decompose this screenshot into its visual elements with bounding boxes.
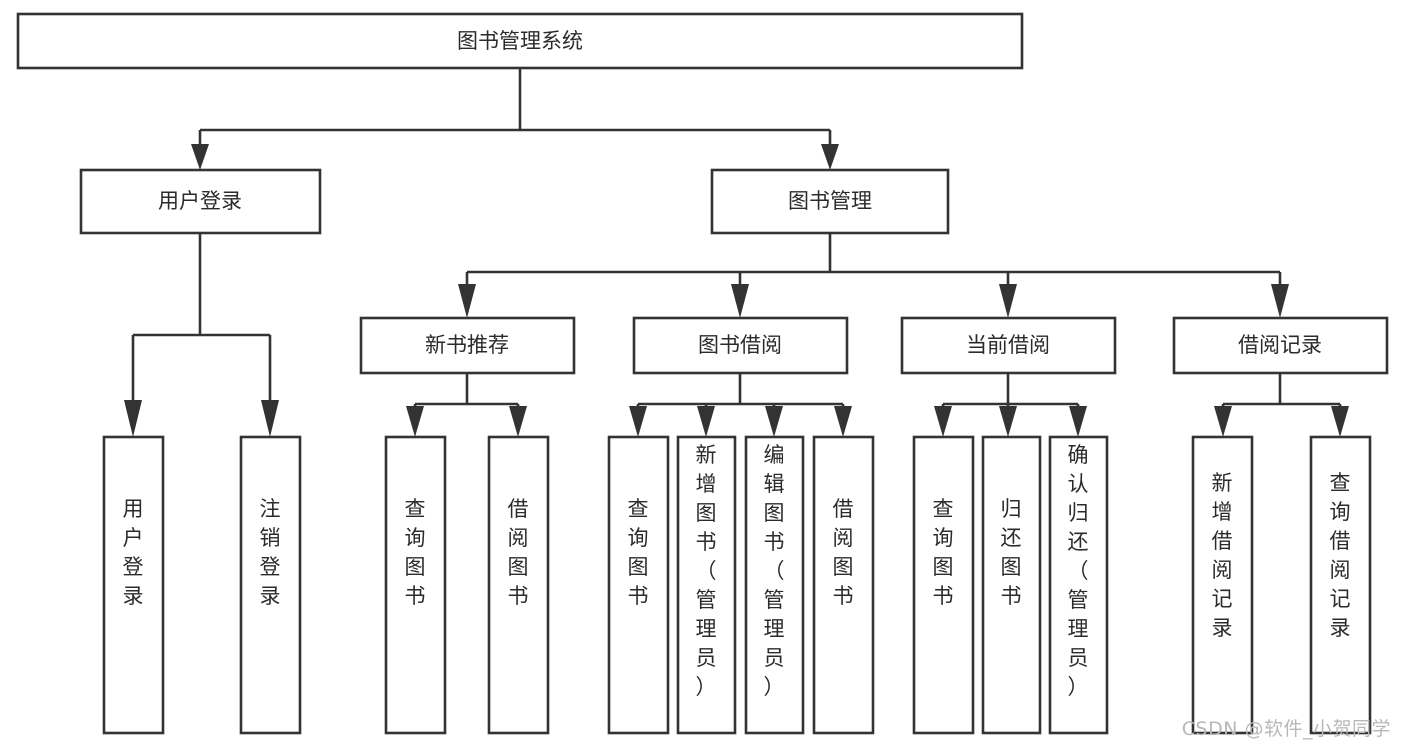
- leaf-query-book-3[interactable]: 查询图书: [912, 435, 975, 735]
- node-borrow-record-label: 借阅记录: [1238, 333, 1322, 357]
- connector-group-borrow-record: [1214, 373, 1349, 437]
- leaf-query-record-box[interactable]: [1309, 435, 1372, 735]
- arrow-head-borrow-record: [1271, 284, 1289, 318]
- leaf-logout-label: 注销登录: [260, 497, 281, 608]
- arrow-head-book-management: [821, 144, 839, 170]
- node-borrow-record-box[interactable]: [1172, 316, 1389, 375]
- arrow-head-leaf-query-book-1: [406, 406, 424, 437]
- node-book-borrow-box[interactable]: [632, 316, 849, 375]
- leaf-query-record[interactable]: 查询借阅记录: [1309, 435, 1372, 735]
- node-borrow-record[interactable]: 借阅记录: [1172, 316, 1389, 375]
- node-root-label: 图书管理系统: [457, 29, 583, 53]
- arrow-head-leaf-add-record: [1214, 406, 1232, 437]
- leaf-query-book-3-box[interactable]: [912, 435, 975, 735]
- leaf-logout-box[interactable]: [239, 435, 302, 735]
- node-user-login-box[interactable]: [79, 168, 322, 235]
- connector-group-user-login: [124, 233, 279, 437]
- leaf-query-book-3-label: 查询图书: [933, 497, 954, 608]
- connector-group-book-management: [458, 233, 1289, 318]
- node-new-book-recommend[interactable]: 新书推荐: [359, 316, 576, 375]
- leaf-add-record-label: 新增借阅记录: [1212, 471, 1233, 640]
- leaf-borrow-book-1-box[interactable]: [487, 435, 550, 735]
- leaf-borrow-book-2[interactable]: 借阅图书: [812, 435, 875, 735]
- leaf-user-login[interactable]: 用户登录: [102, 435, 165, 735]
- leaf-query-book-1[interactable]: 查询图书: [384, 435, 447, 735]
- connector-group-book-borrow: [629, 373, 852, 437]
- leaf-confirm-return-box[interactable]: [1048, 435, 1109, 735]
- connector-group-new-book-recommend: [406, 373, 527, 437]
- connector-group-current-borrow: [934, 373, 1087, 437]
- node-new-book-recommend-box[interactable]: [359, 316, 576, 375]
- leaf-add-book[interactable]: 新增图书（管理员）: [676, 435, 737, 735]
- leaf-edit-book[interactable]: 编辑图书（管理员）: [744, 435, 805, 735]
- leaf-logout[interactable]: 注销登录: [239, 435, 302, 735]
- leaf-query-book-1-label: 查询图书: [405, 497, 426, 608]
- node-book-borrow[interactable]: 图书借阅: [632, 316, 849, 375]
- arrow-head-new-book-recommend: [458, 284, 476, 318]
- node-root[interactable]: 图书管理系统: [16, 12, 1024, 70]
- arrow-head-leaf-borrow-book-1: [509, 406, 527, 437]
- leaf-confirm-return[interactable]: 确认归还（管理员）: [1048, 435, 1109, 735]
- leaf-borrow-book-1[interactable]: 借阅图书: [487, 435, 550, 735]
- leaf-return-book[interactable]: 归还图书: [981, 435, 1042, 735]
- leaf-query-book-1-box[interactable]: [384, 435, 447, 735]
- arrow-head-leaf-user-login: [124, 400, 142, 437]
- leaf-borrow-book-2-box[interactable]: [812, 435, 875, 735]
- leaf-add-book-box[interactable]: [676, 435, 737, 735]
- leaf-query-book-2[interactable]: 查询图书: [607, 435, 670, 735]
- arrow-head-leaf-logout: [261, 400, 279, 437]
- leaf-borrow-book-2-label: 借阅图书: [833, 497, 854, 608]
- arrow-head-leaf-query-record: [1331, 406, 1349, 437]
- node-current-borrow[interactable]: 当前借阅: [900, 316, 1117, 375]
- leaf-query-book-2-box[interactable]: [607, 435, 670, 735]
- node-book-management[interactable]: 图书管理: [710, 168, 950, 235]
- leaf-query-book-2-label: 查询图书: [628, 497, 649, 608]
- csdn-watermark: CSDN @软件_小贺同学: [1181, 718, 1391, 740]
- arrow-head-current-borrow: [999, 284, 1017, 318]
- leaf-edit-book-label: 编辑图书（管理员）: [764, 443, 785, 699]
- arrow-head-book-borrow: [731, 284, 749, 318]
- leaf-confirm-return-label: 确认归还（管理员）: [1068, 443, 1089, 699]
- arrow-head-user-login: [191, 144, 209, 170]
- leaf-query-record-label: 查询借阅记录: [1330, 471, 1351, 640]
- node-user-login-label: 用户登录: [158, 189, 242, 213]
- node-root-box[interactable]: [16, 12, 1024, 70]
- leaf-user-login-box[interactable]: [102, 435, 165, 735]
- connector-group-root: [191, 68, 839, 170]
- arrow-head-leaf-add-book: [697, 406, 715, 437]
- node-user-login[interactable]: 用户登录: [79, 168, 322, 235]
- node-book-borrow-label: 图书借阅: [698, 333, 782, 357]
- leaf-return-book-box[interactable]: [981, 435, 1042, 735]
- arrow-head-leaf-edit-book: [765, 406, 783, 437]
- leaf-add-record[interactable]: 新增借阅记录: [1191, 435, 1254, 735]
- node-book-management-box[interactable]: [710, 168, 950, 235]
- leaf-user-login-label: 用户登录: [123, 497, 144, 608]
- arrow-head-leaf-query-book-2: [629, 406, 647, 437]
- node-book-management-label: 图书管理: [788, 189, 872, 213]
- node-current-borrow-label: 当前借阅: [966, 333, 1050, 357]
- leaf-add-record-box[interactable]: [1191, 435, 1254, 735]
- leaf-edit-book-box[interactable]: [744, 435, 805, 735]
- leaf-return-book-label: 归还图书: [1001, 497, 1022, 608]
- arrow-head-leaf-return-book: [999, 406, 1017, 437]
- arrow-head-leaf-borrow-book-2: [834, 406, 852, 437]
- node-current-borrow-box[interactable]: [900, 316, 1117, 375]
- node-new-book-recommend-label: 新书推荐: [425, 333, 509, 357]
- arrow-head-leaf-confirm-return: [1069, 406, 1087, 437]
- leaf-borrow-book-1-label: 借阅图书: [508, 497, 529, 608]
- arrow-head-leaf-query-book-3: [934, 406, 952, 437]
- leaf-add-book-label: 新增图书（管理员）: [696, 443, 717, 699]
